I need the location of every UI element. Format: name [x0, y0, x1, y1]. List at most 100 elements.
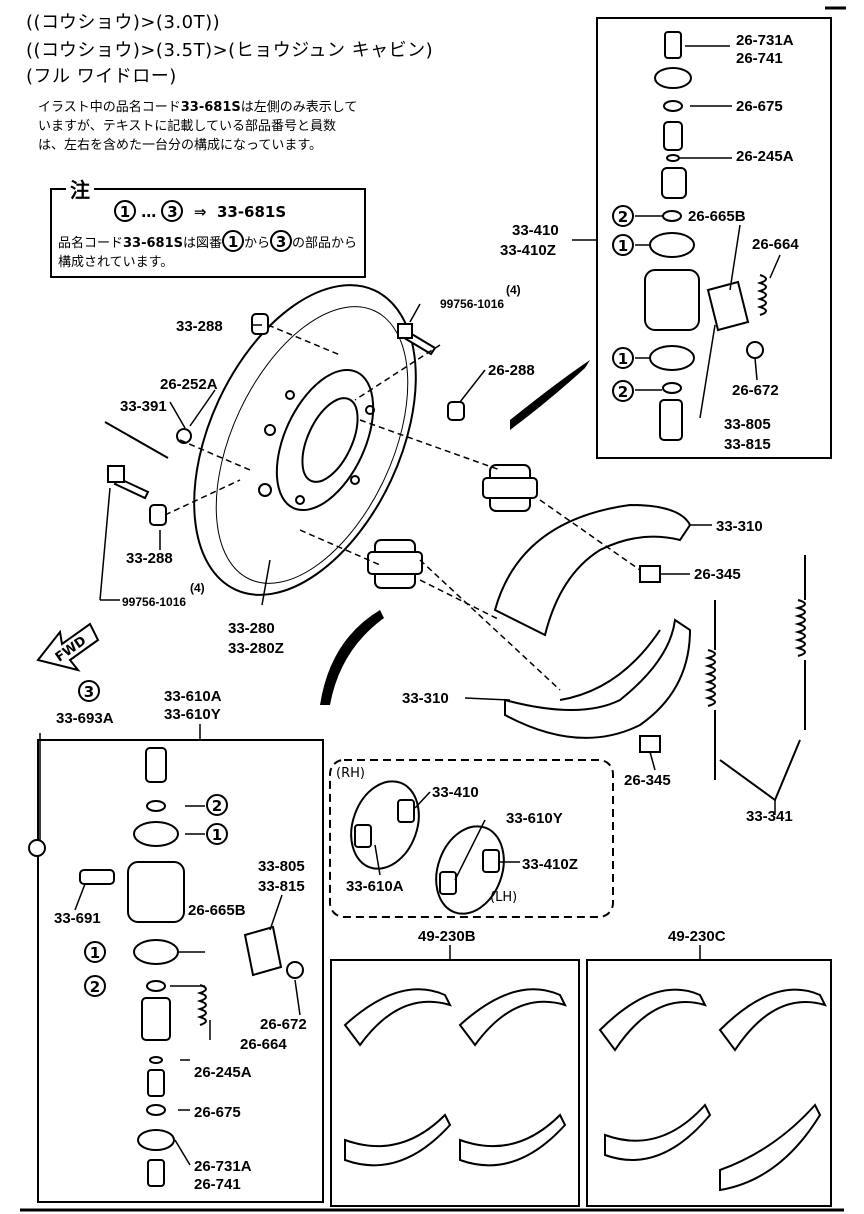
ring-icon — [146, 1104, 166, 1116]
callout-circle-icon: 2 — [206, 794, 228, 816]
kit-label: 49-230B — [418, 928, 476, 945]
bleeder-screw-icon — [664, 31, 682, 59]
arc-shade — [510, 360, 590, 430]
callout-circle-icon: 3 — [270, 230, 293, 252]
backing-plate — [193, 284, 417, 596]
boot-icon — [649, 232, 695, 258]
note-body-mid1: は図番 — [183, 236, 223, 251]
wheel-cylinder-inset-box — [596, 17, 832, 459]
part-label: 33-815 — [258, 878, 305, 895]
boot-icon — [133, 821, 179, 847]
lh-label: (LH) — [490, 890, 518, 905]
clip-icon — [639, 565, 661, 583]
note-body-pre: 品名コード — [58, 236, 124, 251]
part-label: 26-245A — [736, 148, 794, 165]
part-label: 26-252A — [160, 376, 218, 393]
bolt-head-icon — [107, 465, 125, 483]
rh-lh-box — [329, 759, 614, 918]
cap-icon — [137, 1129, 175, 1151]
spring-icon — [196, 984, 207, 1026]
part-label: 33-805 — [258, 858, 305, 875]
callout-circle-icon: 1 — [206, 823, 228, 845]
fwd-arrow-icon — [36, 622, 100, 672]
part-label: 26-741 — [194, 1176, 241, 1193]
part-label: 33-610Y — [164, 706, 221, 723]
part-label: 26-675 — [736, 98, 783, 115]
return-spring-icon — [704, 555, 806, 802]
wheel-cylinder-inset-box-2 — [37, 739, 324, 1203]
assembly-lines — [164, 324, 641, 691]
part-label: 26-731A — [194, 1158, 252, 1175]
cup-icon — [146, 980, 166, 992]
bolt-head-icon — [397, 323, 413, 339]
part-label: 33-693A — [56, 710, 114, 727]
callout-circle-icon: 1 — [84, 941, 106, 963]
header-line-2: ((コウショウ)>(3.5T)>(ヒョウジュン キャビン) — [26, 40, 434, 61]
part-label: 26-672 — [732, 382, 779, 399]
boot-icon — [133, 939, 179, 965]
note-code: 33-681S — [180, 100, 241, 115]
cylinder-parts-bottom — [28, 747, 304, 1187]
callout-circle-icon: 3 — [78, 680, 100, 702]
plug-icon — [149, 504, 167, 526]
part-label: 26-345 — [624, 772, 671, 789]
qty-label: (4) — [190, 581, 205, 595]
part-label: 26-665B — [688, 208, 746, 225]
kit-box-49230B — [330, 959, 580, 1207]
cup-icon — [662, 210, 682, 222]
rh-label: (RH) — [336, 766, 365, 781]
cup-icon — [662, 382, 682, 394]
part-label: 26-664 — [240, 1036, 287, 1053]
part-label: 99756-1016 — [440, 297, 505, 311]
callout-circle-icon: 2 — [612, 205, 634, 227]
part-label: 26-345 — [694, 566, 741, 583]
note-body-post: の部品から構成されています。 — [58, 236, 358, 270]
callout-circle-icon: 1 — [612, 234, 634, 256]
part-label: 26-665B — [188, 902, 246, 919]
part-label: 33-391 — [120, 398, 167, 415]
ring-icon — [666, 154, 680, 162]
part-label: 33-610A — [346, 878, 404, 895]
part-label: 33-288 — [126, 550, 173, 567]
piston-icon — [439, 871, 457, 895]
part-label: 33-310 — [716, 518, 763, 535]
part-label: 33-410 — [512, 222, 559, 239]
part-label: 33-610A — [164, 688, 222, 705]
part-label: 99756-1016 — [122, 595, 187, 609]
rh-lh-diagram — [350, 780, 505, 915]
brake-shoe-lower — [504, 618, 692, 739]
bleeder-screw-icon — [104, 421, 169, 459]
part-label: 26-245A — [194, 1064, 252, 1081]
part-label: 33-288 — [176, 318, 223, 335]
clip-ring-icon — [286, 961, 304, 979]
part-label: 33-310 — [402, 690, 449, 707]
kit-box-49230C — [586, 959, 832, 1207]
adjuster-plate-icon — [706, 280, 750, 332]
kit-label: 49-230C — [668, 928, 726, 945]
piston-icon — [482, 849, 500, 873]
note-formula: 1 … 3 ⇒ 33-681S — [114, 200, 286, 222]
cylinder-body-icon — [644, 269, 700, 331]
piston-icon — [145, 747, 167, 783]
part-label: 26-664 — [752, 236, 799, 253]
adjuster-plate-icon — [243, 925, 283, 977]
callout-circle-icon: 1 — [222, 230, 245, 252]
piston-icon — [354, 824, 372, 848]
callout-circle-icon: 2 — [612, 380, 634, 402]
callout-circle-icon: 1 — [612, 347, 634, 369]
callout-circle-icon: 2 — [84, 975, 106, 997]
cup-icon — [146, 800, 166, 812]
cylinder-body-icon — [127, 861, 185, 923]
callout-circle-icon: 3 — [161, 200, 184, 222]
note-text: イラスト中の品名コード33-681Sは左側のみ表示していますが、テキストに記載し… — [38, 98, 358, 155]
note-formula-code: 33-681S — [216, 203, 287, 221]
note-box-title: 注 — [66, 174, 94, 203]
part-label: 33-691 — [54, 910, 101, 927]
part-label: 33-410Z — [522, 856, 578, 873]
header-line-3: (フル ワイドロー) — [26, 66, 177, 87]
part-label: 26-288 — [488, 362, 535, 379]
piston-icon — [659, 399, 683, 441]
part-label: 33-805 — [724, 416, 771, 433]
